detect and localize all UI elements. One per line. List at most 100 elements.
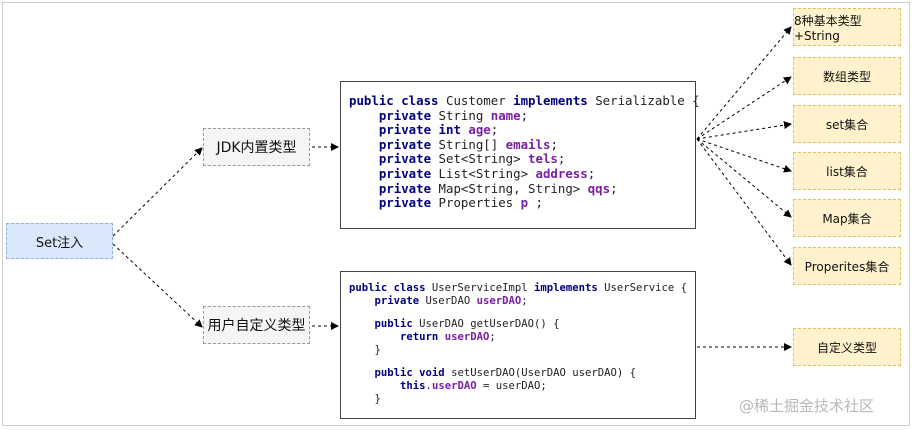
code-text [349,380,400,392]
code-text: ; [521,294,528,307]
code-keyword: public [374,318,413,331]
code-text [349,318,375,330]
code-keyword: private [378,136,432,152]
code-text: = userDAO; [476,379,547,392]
code-text [349,195,379,210]
code-line: public void setUserDAO(UserDAO userDAO) … [349,367,695,380]
code-keyword: implements [533,282,598,294]
code-field: address [535,165,588,181]
code-text: Set<String> [431,151,529,167]
code-field: userDAO [444,330,490,343]
code-line: private List<String> address; [349,165,695,182]
code-text: ; [528,195,543,211]
edge-code-to-cat-4 [696,138,792,173]
code-text: ; [587,165,596,181]
code-text: ; [550,136,558,152]
code-keyword: private [378,107,432,123]
category-array: 数组类型 [793,57,901,95]
code-text: String [431,107,491,123]
code-keyword: private [378,122,432,138]
code-field: tels [528,151,558,167]
code-text [349,122,379,137]
edge-code-to-cat-2 [696,76,792,140]
code-line: public class UserServiceImpl implements … [349,282,695,295]
edge-code-to-cat-1 [696,26,792,140]
code-text: } [349,392,381,405]
category-list: list集合 [793,152,901,190]
code-line: return userDAO; [349,331,695,344]
code-line: private Map<String, String> qqs; [349,180,695,197]
node-jdk-types: JDK内置类型 [203,128,310,166]
code-line: public UserDAO getUserDAO() { [349,318,695,331]
code-field: name [490,107,521,123]
edge-code-to-cat-3 [696,121,792,140]
code-field: qqs [587,180,611,196]
code-keyword: private [378,151,432,167]
node-user-types: 用户自定义类型 [203,306,310,344]
edge-code-to-cat-6 [696,138,792,266]
code-line: private Set<String> tels; [349,152,695,167]
code-text: ; [557,151,566,167]
code-keyword: private [374,294,420,307]
code-text [349,331,400,343]
code-text: ; [610,180,618,196]
node-set-injection: Set注入 [6,223,113,259]
code-line: private UserDAO userDAO; [349,295,695,308]
code-text: UserDAO getUserDAO() { [412,318,560,331]
code-keyword: public void [374,367,445,380]
code-text [431,122,438,137]
code-text: Properties [431,195,521,211]
code-text [349,295,375,307]
code-text: UserServiceImpl [425,282,534,294]
code-text [349,108,379,123]
code-field: age [468,122,491,138]
code-keyword: public class [349,282,426,294]
code-keyword: private [378,180,432,196]
code-line: } [349,393,695,406]
code-line [349,357,695,368]
code-field: userDAO [431,379,477,392]
code-line: private int age; [349,122,695,138]
code-text: ; [489,330,496,343]
code-text: } [349,343,381,356]
code-text: Map<String, String> [431,180,588,196]
category-set: set集合 [793,105,901,143]
code-text: ; [490,122,499,138]
code-field: emails [505,136,551,152]
edge-set-to-user [112,243,203,328]
code-text: UserService { [597,282,688,294]
category-properties: Properites集合 [793,247,901,285]
edge-set-to-jdk [112,147,203,237]
code-text: UserDAO [419,294,477,307]
code-line: } [349,344,695,357]
code-field: userDAO [476,294,522,307]
code-line: this.userDAO = userDAO; [349,380,695,393]
code-text [349,151,379,166]
code-line [349,308,695,319]
category-map: Map集合 [793,199,901,237]
edge-code-to-cat-5 [696,138,792,218]
category-custom-type: 自定义类型 [793,328,901,366]
code-keyword: return [400,330,439,343]
code-text [349,137,379,152]
code-text [349,166,379,181]
code-keyword: private [378,195,432,211]
code-keyword: public class [349,93,439,108]
diagram-frame [2,2,910,426]
code-text [349,367,375,379]
category-primitive-string: 8种基本类型+String [793,8,901,46]
code-keyword: this [400,379,426,392]
code-line: public class Customer implements Seriali… [349,93,700,109]
code-text [349,181,379,196]
code-line: private Properties p ; [349,195,695,211]
code-text: setUserDAO(UserDAO userDAO) { [444,367,637,380]
code-keyword: implements [513,93,588,108]
watermark: @稀土掘金技术社区 [739,397,875,415]
code-keyword: int [438,122,461,138]
code-text: Serializable { [587,93,700,108]
code-customer: public class Customer implements Seriali… [340,81,700,229]
code-keyword: private [378,165,432,181]
code-user-service-impl: public class UserServiceImpl implements … [340,271,696,419]
code-text: ; [520,107,529,123]
